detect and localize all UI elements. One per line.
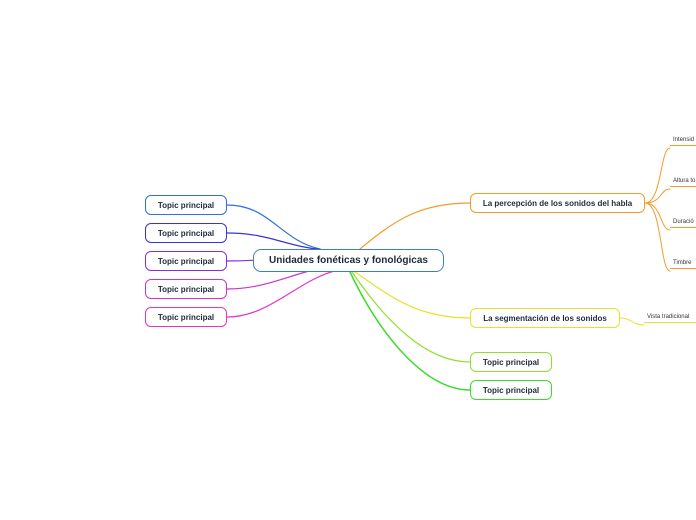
edge-left-5 bbox=[226, 269, 339, 318]
right-topic-3[interactable]: Topic principal bbox=[470, 352, 552, 372]
edge-right-4 bbox=[349, 271, 471, 391]
edge-sub-perception-2 bbox=[644, 188, 671, 204]
subtopic-intensidad[interactable]: Intensid bbox=[670, 137, 696, 146]
left-topic-3[interactable]: Topic principal bbox=[145, 251, 227, 271]
edge-perception bbox=[359, 202, 471, 250]
right-topic-segmentation[interactable]: La segmentación de los sonidos bbox=[470, 308, 620, 328]
edge-right-3 bbox=[351, 271, 471, 363]
right-topic-4[interactable]: Topic principal bbox=[470, 380, 552, 400]
edge-segmentation bbox=[354, 271, 471, 319]
left-topic-1[interactable]: Topic principal bbox=[145, 195, 227, 215]
right-topic-perception[interactable]: La percepción de los sonidos del habla bbox=[470, 193, 645, 213]
subtopic-duracion[interactable]: Duració bbox=[670, 219, 696, 228]
edge-sub-perception-1 bbox=[644, 147, 671, 204]
left-topic-5[interactable]: Topic principal bbox=[145, 307, 227, 327]
subtopic-altura[interactable]: Altura to bbox=[670, 178, 696, 187]
edge-left-2 bbox=[226, 232, 326, 251]
left-topic-4[interactable]: Topic principal bbox=[145, 279, 227, 299]
subtopic-timbre[interactable]: Timbre bbox=[670, 260, 696, 269]
subtopic-vista-tradicional[interactable]: Vista tradicional bbox=[644, 314, 696, 323]
left-topic-2[interactable]: Topic principal bbox=[145, 223, 227, 243]
edge-sub-perception-4 bbox=[644, 202, 671, 272]
central-topic[interactable]: Unidades fonéticas y fonológicas bbox=[253, 249, 444, 272]
edge-sub-segmentation-1 bbox=[619, 317, 645, 326]
edge-left-1 bbox=[226, 204, 321, 250]
